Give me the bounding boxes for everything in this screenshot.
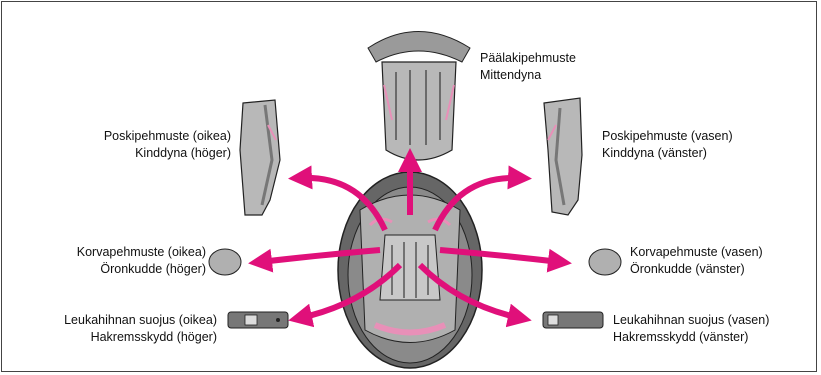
label-cheek-right-line2: Kinddyna (höger) [104, 145, 231, 162]
cheek-pad-left-illustration [544, 98, 582, 215]
label-strap-left-line2: Hakremsskydd (vänster) [613, 329, 769, 346]
label-top-pad: Päälakipehmuste Mittendyna [480, 50, 576, 84]
label-ear-left-line1: Korvapehmuste (vasen) [630, 244, 763, 261]
ear-pad-right-illustration [209, 249, 241, 275]
label-ear-right: Korvapehmuste (oikea) Öronkudde (höger) [77, 244, 206, 278]
ear-pad-left-illustration [589, 249, 621, 275]
strap-cover-left-illustration [543, 312, 603, 328]
label-top-pad-line1: Päälakipehmuste [480, 50, 576, 67]
label-ear-right-line1: Korvapehmuste (oikea) [77, 244, 206, 261]
label-cheek-right: Poskipehmuste (oikea) Kinddyna (höger) [104, 128, 231, 162]
label-cheek-left-line2: Kinddyna (vänster) [602, 145, 733, 162]
top-pad-illustration [368, 32, 470, 161]
label-strap-left-line1: Leukahihnan suojus (vasen) [613, 312, 769, 329]
label-strap-right-line2: Hakremsskydd (höger) [64, 329, 217, 346]
label-strap-right-line1: Leukahihnan suojus (oikea) [64, 312, 217, 329]
cheek-pad-right-illustration [240, 100, 280, 215]
label-cheek-left-line1: Poskipehmuste (vasen) [602, 128, 733, 145]
strap-cover-right-illustration [228, 312, 288, 328]
label-top-pad-line2: Mittendyna [480, 67, 576, 84]
label-cheek-left: Poskipehmuste (vasen) Kinddyna (vänster) [602, 128, 733, 162]
label-ear-left-line2: Öronkudde (vänster) [630, 261, 763, 278]
label-ear-left: Korvapehmuste (vasen) Öronkudde (vänster… [630, 244, 763, 278]
label-ear-right-line2: Öronkudde (höger) [77, 261, 206, 278]
label-strap-left: Leukahihnan suojus (vasen) Hakremsskydd … [613, 312, 769, 346]
label-strap-right: Leukahihnan suojus (oikea) Hakremsskydd … [64, 312, 217, 346]
label-cheek-right-line1: Poskipehmuste (oikea) [104, 128, 231, 145]
